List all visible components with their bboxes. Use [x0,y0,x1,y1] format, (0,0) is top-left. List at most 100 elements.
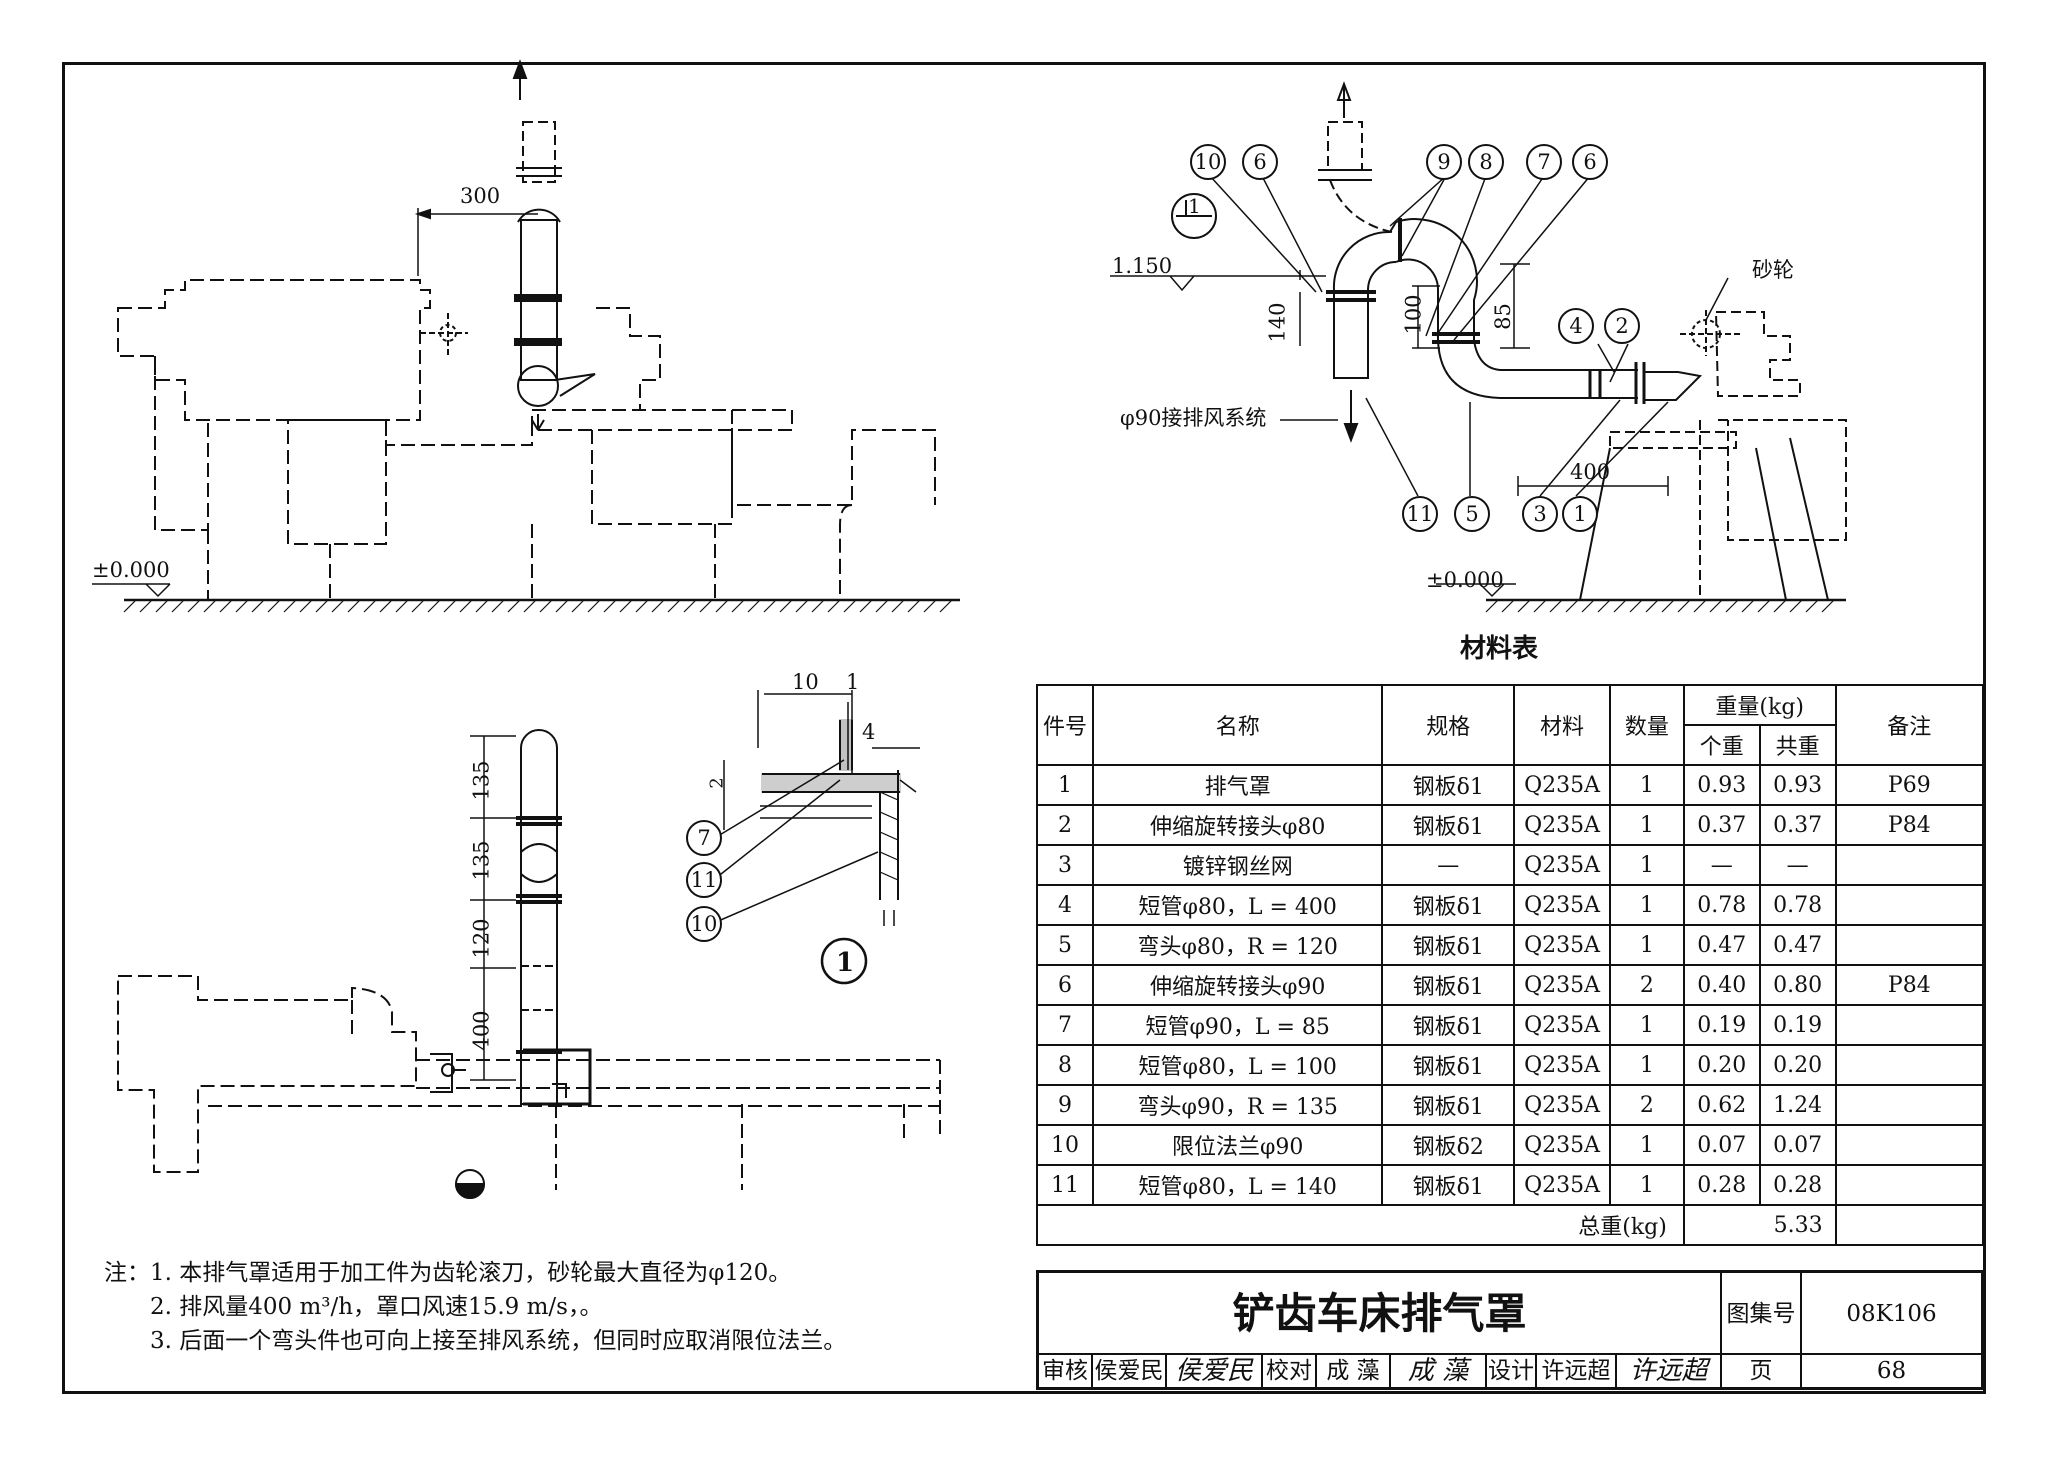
callout-8: 8 [1468,144,1504,180]
qty-cell: 2 [1608,964,1685,1006]
spec-cell: 钢板δ1 [1381,1044,1516,1086]
item-no-cell: 2 [1036,804,1094,846]
header-quantity: 数量 [1608,684,1685,766]
detail-number-label: 1 [836,948,855,978]
unit-weight-cell: 0.47 [1682,924,1761,966]
page-number: 68 [1876,1358,1907,1384]
qty-cell: 1 [1608,1164,1685,1206]
remark-cell: P84 [1834,804,1985,846]
name-cell: 镀锌钢丝网 [1091,844,1384,886]
remark-cell [1834,1084,1985,1126]
unit-weight-cell: 0.93 [1682,764,1761,806]
material-cell: Q235A [1513,1164,1611,1206]
dim-100-label: 100 [1401,294,1426,335]
unit-weight-cell: 0.37 [1682,804,1761,846]
total-weight-cell: 0.93 [1758,764,1837,806]
remark-cell [1834,1164,1985,1206]
callout-6-right: 6 [1572,144,1608,180]
spec-cell: 钢板δ1 [1381,924,1516,966]
name-cell: 限位法兰φ90 [1091,1124,1384,1166]
level-zero-right-label: ±0.000 [1426,568,1504,592]
spec-cell: 钢板δ1 [1381,884,1516,926]
side-dim-400-label: 400 [1570,460,1611,484]
plan-dim-135-mid: 135 [469,840,494,881]
unit-weight-cell: — [1682,844,1761,886]
item-no-cell: 4 [1036,884,1094,926]
elevation-view [92,59,960,613]
material-cell: Q235A [1513,1124,1611,1166]
unit-weight-cell: 0.40 [1682,964,1761,1006]
total-weight-cell: 0.28 [1758,1164,1837,1206]
detail-callout-10: 10 [686,906,722,942]
remark-cell: P69 [1834,764,1985,806]
plan-view [117,729,941,1199]
header-name: 名称 [1091,684,1384,766]
drawing-title: 铲齿车床排气罩 [1039,1273,1722,1355]
name-cell: 短管φ80，L = 140 [1091,1164,1384,1206]
header-total-weight: 共重 [1758,724,1837,766]
material-cell: Q235A [1513,1044,1611,1086]
unit-weight-cell: 0.28 [1682,1164,1761,1206]
item-no-cell: 7 [1036,1004,1094,1046]
unit-weight-cell: 0.78 [1682,884,1761,926]
material-table-title: 材料表 [1460,634,1539,664]
total-weight-label: 总重(kg) [1036,1204,1684,1246]
item-no-cell: 8 [1036,1044,1094,1086]
total-weight-cell: 0.20 [1758,1044,1837,1086]
item-no-cell: 11 [1036,1164,1094,1206]
reviewer-signature: 侯爱民 [1167,1355,1263,1387]
remark-cell [1834,1004,1985,1046]
notes: 注：1. 本排气罩适用于加工件为齿轮滚刀，砂轮最大直径为φ120。 2. 排风量… [104,1256,846,1358]
callout-7-top: 7 [1526,144,1562,180]
name-cell: 伸缩旋转接头φ90 [1091,964,1384,1006]
remark-cell [1834,884,1985,926]
detail-callout-11: 11 [686,862,722,898]
grinding-wheel-label: 砂轮 [1752,258,1794,282]
spec-cell: 钢板δ1 [1381,1164,1516,1206]
reviewer-name: 侯爱民 [1093,1355,1167,1387]
total-weight-cell: — [1758,844,1837,886]
plan-dim-120: 120 [469,918,494,959]
check-label: 校对 [1263,1355,1317,1387]
dim-140-label: 140 [1265,302,1290,343]
note-3: 3. 后面一个弯头件也可向上接至排风系统，但同时应取消限位法兰。 [150,1328,847,1354]
name-cell: 弯头φ80，R = 120 [1091,924,1384,966]
design-label: 设计 [1487,1355,1537,1387]
material-cell: Q235A [1513,764,1611,806]
qty-cell: 1 [1608,844,1685,886]
total-weight-blank [1834,1204,1985,1246]
checker-name: 成 藻 [1317,1355,1391,1387]
qty-cell: 1 [1608,804,1685,846]
review-label: 审核 [1039,1355,1093,1387]
qty-cell: 1 [1608,884,1685,926]
item-no-cell: 6 [1036,964,1094,1006]
spec-cell: 钢板δ1 [1381,1084,1516,1126]
plan-dim-400: 400 [469,1010,494,1051]
item-no-cell: 9 [1036,1084,1094,1126]
name-cell: 伸缩旋转接头φ80 [1091,804,1384,846]
detail-dim-10: 10 [792,670,819,694]
header-unit-weight: 个重 [1682,724,1761,766]
callout-5: 5 [1454,496,1490,532]
unit-weight-cell: 0.07 [1682,1124,1761,1166]
spec-cell: 钢板δ2 [1381,1124,1516,1166]
detail-dim-4: 4 [862,720,876,744]
remark-cell [1834,1124,1985,1166]
title-block: 铲齿车床排气罩 图集号 08K106 审核 侯爱民 侯爱民 校对 成 藻 成 藻… [1036,1270,1984,1390]
item-no-cell: 3 [1036,844,1094,886]
exhaust-connection-label: φ90接排风系统 [1120,406,1267,430]
dim-85-label: 85 [1490,303,1515,330]
page-label: 页 [1722,1355,1802,1387]
level-1150-label: 1.150 [1112,254,1173,278]
header-material: 材料 [1513,684,1611,766]
name-cell: 短管φ80，L = 100 [1091,1044,1384,1086]
unit-weight-cell: 0.20 [1682,1044,1761,1086]
detail-dim-1: 1 [846,670,860,694]
